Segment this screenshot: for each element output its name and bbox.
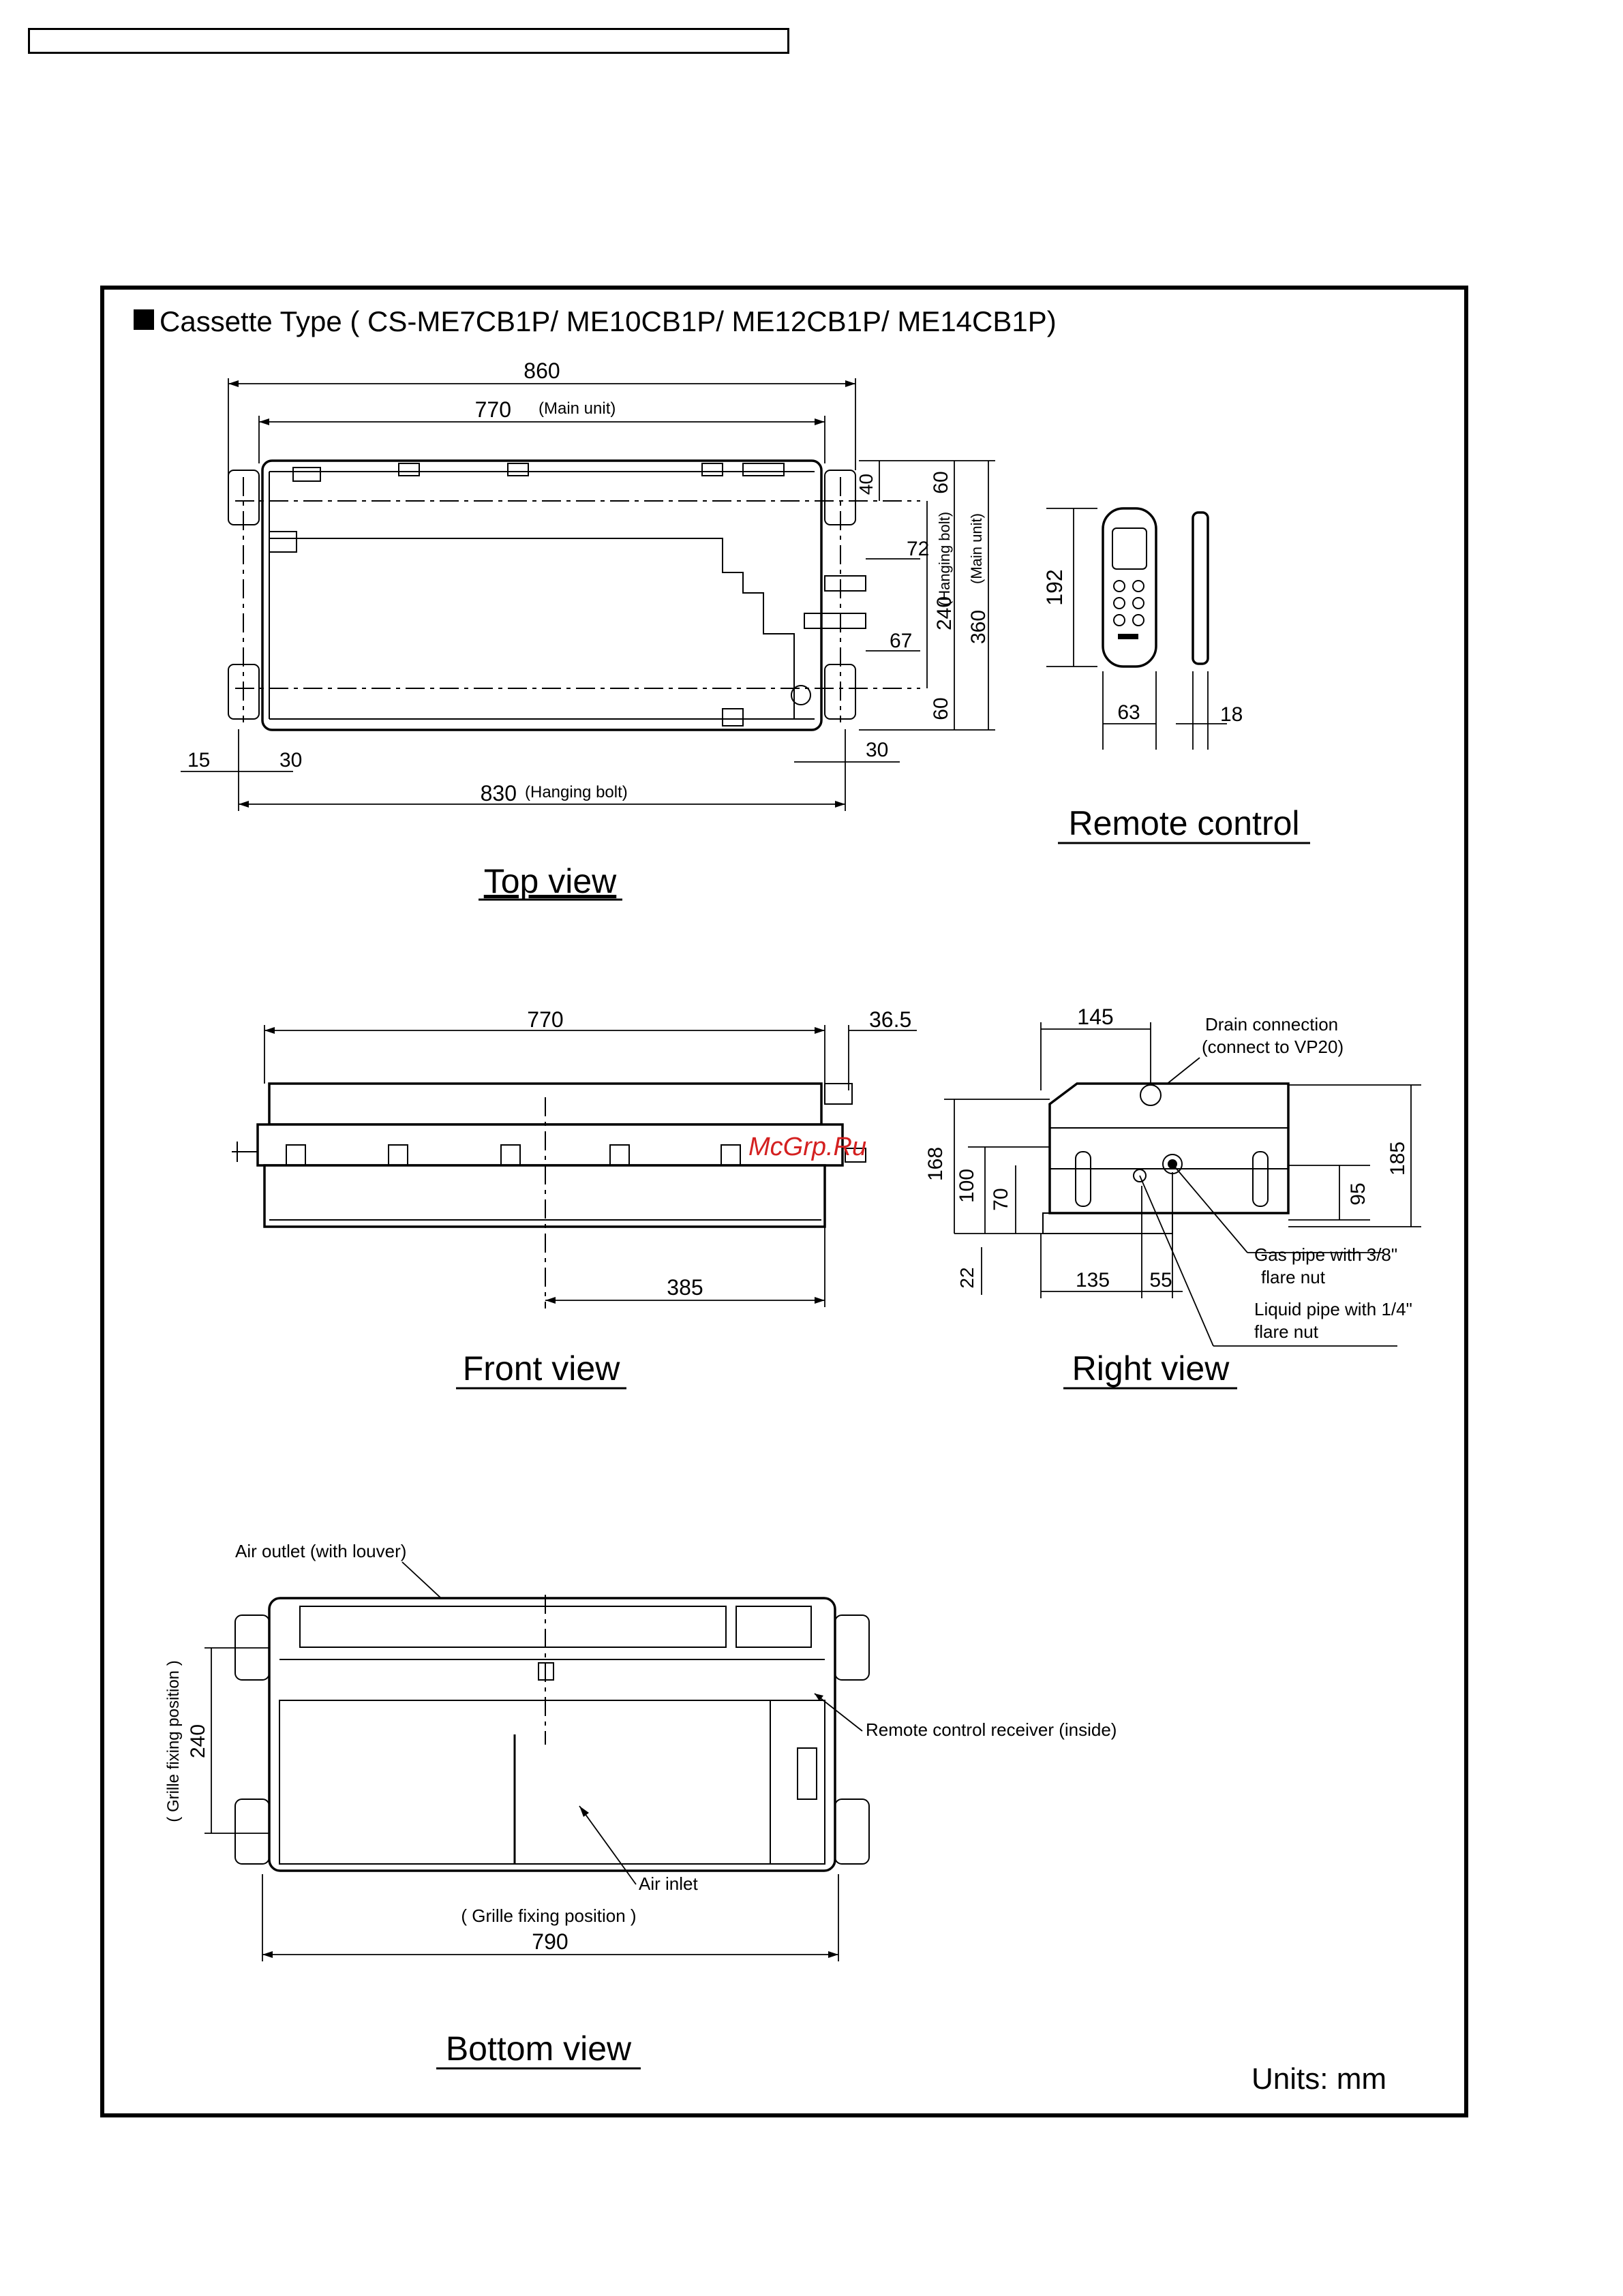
- air-inlet-label: Air inlet: [639, 1873, 698, 1894]
- dim-18: 18: [1220, 703, 1243, 726]
- grille-bottom-note: ( Grille fixing position ): [461, 1905, 636, 1926]
- dim-40: 40: [855, 474, 877, 495]
- liquid-pipe-label-1: Liquid pipe with 1/4": [1254, 1299, 1412, 1319]
- dim-135: 135: [1076, 1269, 1110, 1291]
- dim-830-note: (Hanging bolt): [525, 783, 628, 801]
- dim-95: 95: [1347, 1182, 1369, 1205]
- drain-label-2: (connect to VP20): [1202, 1037, 1344, 1057]
- dim-770-front: 770: [527, 1007, 563, 1032]
- remote-control-view: 192 63 18 Remote control: [1042, 507, 1310, 844]
- dim-55: 55: [1149, 1269, 1172, 1291]
- receiver-label: Remote control receiver (inside): [866, 1719, 1117, 1740]
- dim-240: 240: [933, 596, 956, 630]
- air-outlet-label: Air outlet (with louver): [235, 1541, 406, 1561]
- dim-185: 185: [1386, 1142, 1409, 1176]
- dim-770-note: (Main unit): [539, 399, 616, 418]
- right-view-label: Right view: [1072, 1349, 1230, 1388]
- drain-label-1: Drain connection: [1205, 1014, 1338, 1035]
- dim-67: 67: [890, 630, 912, 652]
- bottom-view: Air outlet (with louver) 240 ( Grille fi…: [164, 1541, 1117, 2070]
- dim-72: 72: [907, 538, 929, 560]
- title-bullet: [134, 309, 154, 330]
- dim-100: 100: [956, 1169, 978, 1203]
- dim-70: 70: [990, 1188, 1012, 1210]
- front-view: 770 36.5 385 Front view: [232, 1007, 917, 1390]
- drawing-title: Cassette Type ( CS-ME7CB1P/ ME10CB1P/ ME…: [160, 305, 1057, 337]
- grille-side-note: ( Grille fixing position ): [164, 1660, 183, 1822]
- dim-63: 63: [1117, 701, 1140, 724]
- gas-pipe-label-1: Gas pipe with 3/8": [1254, 1244, 1397, 1265]
- liquid-pipe-label-2: flare nut: [1254, 1321, 1319, 1342]
- dim-240-grille: 240: [187, 1724, 209, 1758]
- dim-60-bottom: 60: [930, 697, 952, 720]
- drawing-frame: [100, 286, 1468, 2117]
- watermark: McGrp.Ru: [748, 1133, 866, 1161]
- dim-860: 860: [524, 358, 560, 383]
- dim-36-5: 36.5: [869, 1007, 911, 1032]
- dim-240-note: (Hanging bolt): [936, 512, 953, 606]
- bottom-view-label: Bottom view: [446, 2030, 632, 2068]
- dim-22: 22: [956, 1267, 977, 1288]
- dim-30-left: 30: [279, 749, 302, 771]
- dim-830: 830: [481, 781, 517, 806]
- units-label: Units: mm: [1252, 2062, 1386, 2096]
- dim-360: 360: [967, 610, 990, 644]
- top-view-label: Top view: [484, 862, 617, 900]
- dim-770: 770: [475, 397, 511, 422]
- dim-30-right: 30: [866, 739, 888, 761]
- dim-168: 168: [924, 1147, 947, 1181]
- dim-15: 15: [187, 749, 210, 771]
- gas-pipe-label-2: flare nut: [1261, 1267, 1326, 1287]
- dim-145: 145: [1077, 1005, 1113, 1029]
- top-view: 860 770 (Main unit): [181, 358, 995, 901]
- dim-360-note: (Main unit): [968, 513, 985, 584]
- front-view-label: Front view: [463, 1349, 621, 1388]
- dim-385: 385: [667, 1275, 703, 1300]
- right-view: 145 Drain connection (connect to VP20) 1…: [924, 1005, 1421, 1390]
- remote-control-label: Remote control: [1068, 804, 1299, 842]
- dim-60-top: 60: [930, 471, 952, 493]
- dim-192: 192: [1042, 569, 1067, 605]
- page-header-box: [28, 28, 789, 54]
- dim-790: 790: [532, 1929, 568, 1954]
